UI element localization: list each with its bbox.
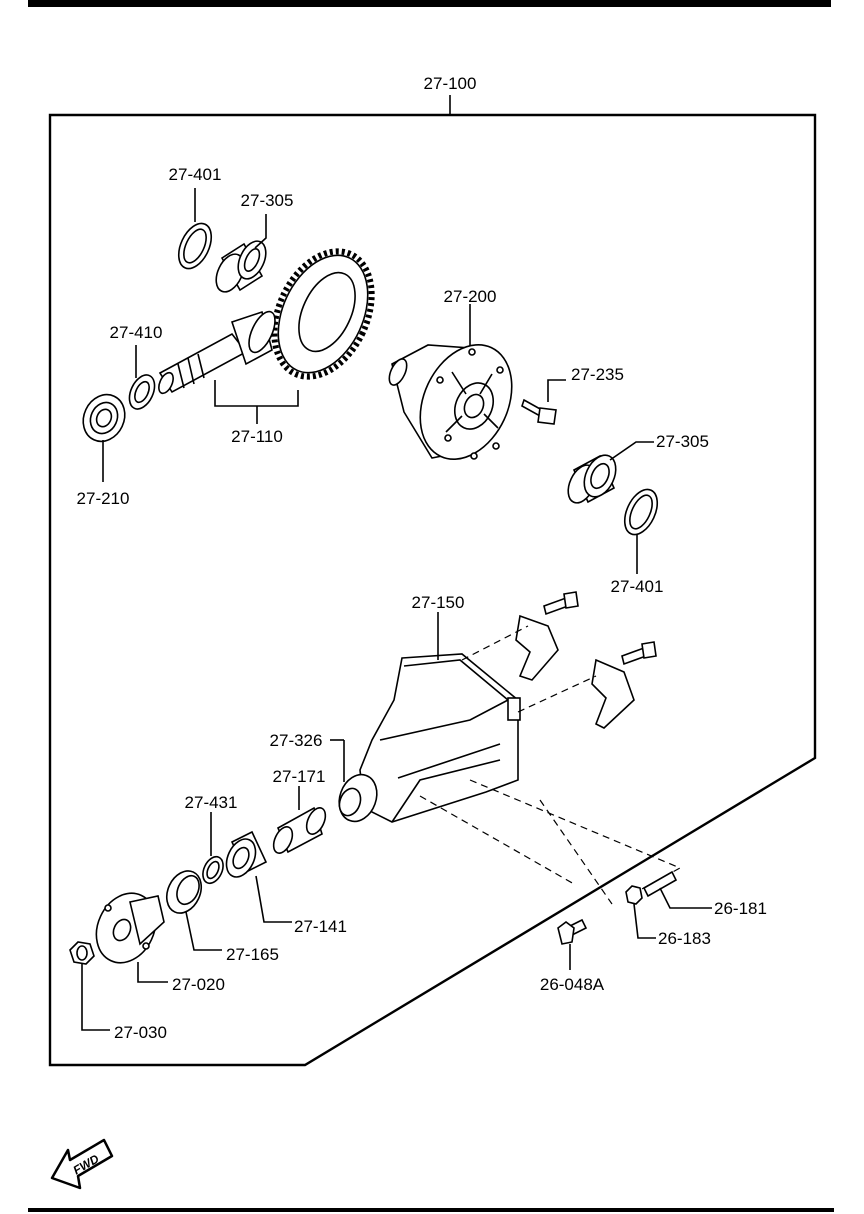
leader-27-165 [185,911,222,951]
label-27-210: 27-210 [77,489,130,508]
differential-case [388,343,513,461]
label-27-200: 27-200 [444,287,497,306]
label-27-141: 27-141 [294,917,347,936]
label-27-030: 27-030 [114,1023,167,1042]
label-26-181: 26-181 [714,899,767,918]
bearing-top [215,240,267,293]
label-27-100: 27-100 [424,74,477,93]
label-27-305-mid: 27-305 [656,432,709,451]
label-26-183: 26-183 [658,929,711,948]
bolt-27-235 [521,398,557,425]
leader-27-020 [137,962,168,983]
cap-bolt-left [543,591,579,616]
bolt-26-048a [557,918,588,945]
collapsible-spacer [272,806,327,854]
oil-seal-top [177,222,213,270]
label-27-235: 27-235 [571,365,624,384]
oil-seal-27-165 [165,870,203,914]
label-27-326: 27-326 [270,731,323,750]
leader-27-235 [547,379,566,402]
label-27-431: 27-431 [185,793,238,812]
label-27-150: 27-150 [412,593,465,612]
leader-27-141 [255,875,292,923]
leader-27-305-top [254,214,267,249]
label-27-410: 27-410 [110,323,163,342]
stud-bolt-26-181 [642,870,678,898]
label-27-305-top: 27-305 [241,191,294,210]
oil-seal-mid [623,488,659,536]
ring-gear [271,248,375,380]
label-27-401-top: 27-401 [169,165,222,184]
label-27-110: 27-110 [231,427,283,446]
leader-27-110 [214,380,299,407]
label-27-401-mid: 27-401 [611,577,664,596]
top-rule [28,0,831,7]
differential-carrier [338,653,521,823]
label-26-048a: 26-048A [540,975,605,994]
bearing-27-141 [225,830,268,878]
spacer-27-410 [128,374,156,410]
dash-cap-left [461,625,529,661]
bearing-cap-right [591,658,635,729]
leader-26-183 [633,903,656,939]
bearing-27-210 [82,393,126,443]
pinion-gear [158,310,276,395]
fwd-arrow-icon: FWD [50,1138,114,1190]
assembly-frame [48,113,817,1067]
cap-bolt-right [621,641,657,666]
leader-26-181 [659,887,712,909]
shim-27-431 [202,855,224,885]
bottom-rule [28,1208,834,1212]
label-27-165: 27-165 [226,945,279,964]
leader-27-030 [81,964,110,1031]
dash-cap-right [517,675,597,713]
label-27-020: 27-020 [172,975,225,994]
nut-26-183 [625,885,643,905]
bearing-mid [567,454,617,504]
label-27-171: 27-171 [273,767,326,786]
bearing-cap-left [515,614,559,681]
leader-27-305-mid [609,441,654,461]
companion-flange [95,892,165,964]
pinion-nut [69,941,95,965]
